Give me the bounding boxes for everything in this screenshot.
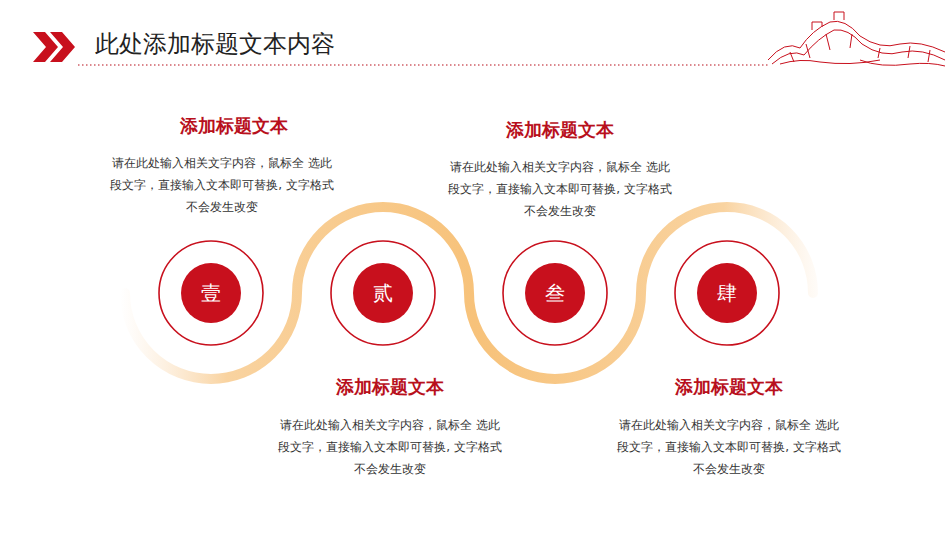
item-body: 请在此处输入相关文字内容，鼠标全 选此段文字，直接输入文本即可替换, 文字格式不… — [447, 156, 673, 222]
item-body: 请在此处输入相关文字内容，鼠标全 选此段文字，直接输入文本即可替换, 文字格式不… — [109, 152, 335, 218]
number-circle: 壹 — [157, 239, 265, 347]
numeral: 壹 — [157, 239, 265, 347]
item-heading: 添加标题文本 — [270, 375, 510, 399]
numeral: 叁 — [501, 239, 609, 347]
numeral: 肆 — [673, 239, 781, 347]
slide-title: 此处添加标题文本内容 — [95, 28, 335, 60]
dotted-rule — [78, 64, 768, 65]
item-heading: 添加标题文本 — [114, 114, 354, 138]
number-circle: 叁 — [501, 239, 609, 347]
item-body: 请在此处输入相关文字内容，鼠标全 选此段文字，直接输入文本即可替换, 文字格式不… — [616, 414, 842, 480]
item-body: 请在此处输入相关文字内容，鼠标全 选此段文字，直接输入文本即可替换, 文字格式不… — [277, 414, 503, 480]
wave-line — [125, 207, 813, 379]
number-circle: 肆 — [673, 239, 781, 347]
item-heading: 添加标题文本 — [609, 375, 849, 399]
numeral: 贰 — [329, 239, 437, 347]
great-wall — [768, 12, 945, 66]
chevron — [50, 32, 75, 62]
item-heading: 添加标题文本 — [440, 118, 680, 142]
number-circle: 贰 — [329, 239, 437, 347]
